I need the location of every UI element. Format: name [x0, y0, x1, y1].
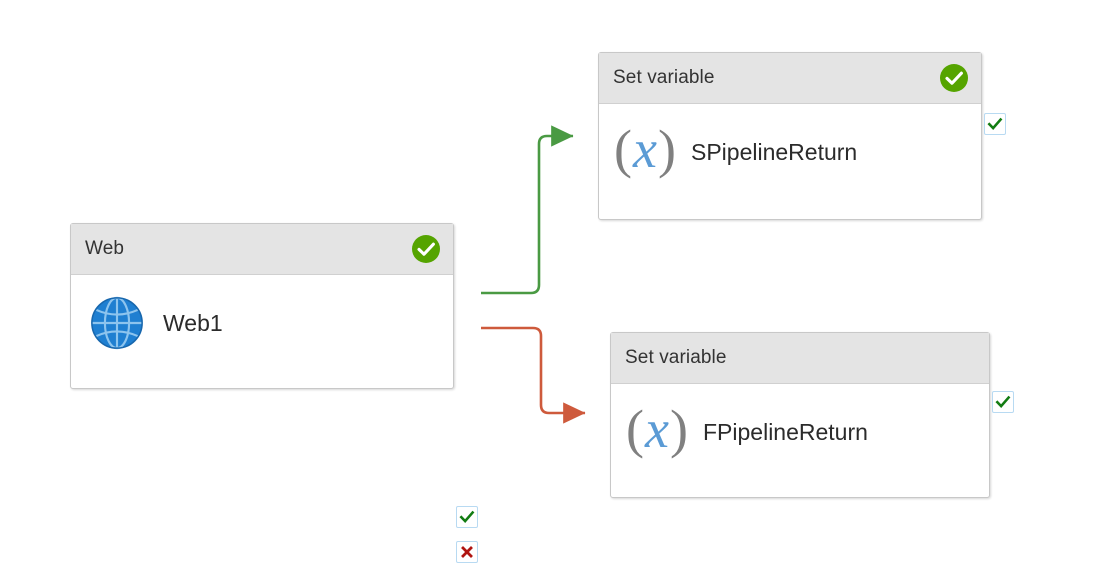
node-header: Set variable — [599, 53, 981, 104]
output-handle-success[interactable] — [456, 506, 478, 528]
activity-node-web1[interactable]: Web — [70, 223, 478, 563]
node-header: Set variable — [611, 333, 989, 384]
green-check-circle-icon — [939, 63, 969, 93]
output-handle-failure[interactable] — [456, 541, 478, 563]
node-header: Web — [71, 224, 453, 275]
edge-failure-path — [481, 326, 586, 424]
output-handle-success[interactable] — [992, 391, 1014, 413]
globe-icon — [87, 293, 147, 353]
red-x-icon — [461, 546, 473, 558]
node-name-label: FPipelineReturn — [703, 418, 868, 445]
activity-node-set-f-pipeline-return[interactable]: Set variable (x) FPipelineReturn — [610, 332, 1014, 498]
activity-node-set-s-pipeline-return[interactable]: Set variable (x) SPipelineReturn — [598, 52, 1006, 220]
green-check-icon — [995, 395, 1011, 408]
green-check-icon — [987, 117, 1003, 130]
node-type-label: Web — [85, 238, 125, 259]
edge-success-path — [481, 125, 574, 295]
green-check-icon — [459, 510, 475, 523]
node-name-label: SPipelineReturn — [691, 138, 858, 165]
node-body: (x) FPipelineReturn — [611, 384, 989, 480]
node-body: (x) SPipelineReturn — [599, 104, 981, 200]
node-type-label: Set variable — [625, 347, 727, 368]
node-name-label: Web1 — [163, 309, 223, 336]
output-handle-success[interactable] — [984, 113, 1006, 135]
expression-x-icon: (x) — [626, 399, 688, 459]
node-type-label: Set variable — [613, 67, 715, 88]
expression-x-icon: (x) — [614, 119, 676, 179]
node-body: Web1 — [71, 275, 453, 371]
green-check-circle-icon — [411, 234, 441, 264]
